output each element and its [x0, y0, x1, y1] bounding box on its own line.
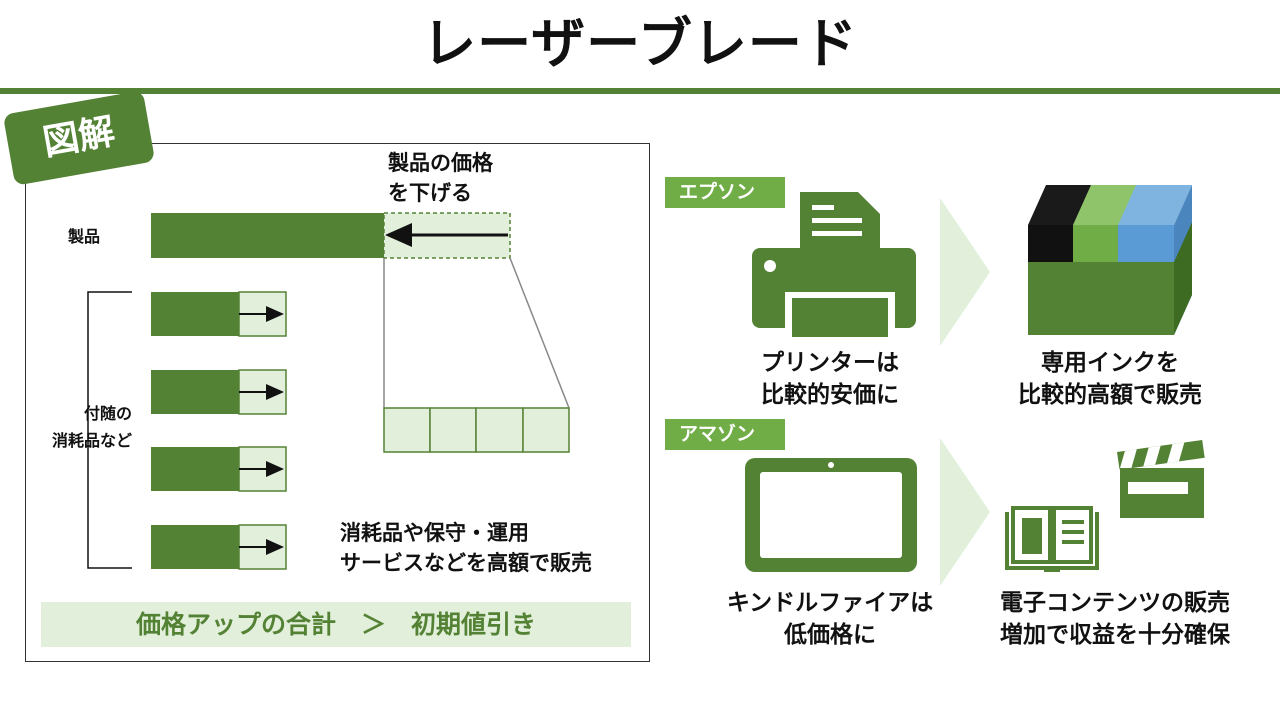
- accessory-bracket: [87, 291, 132, 569]
- caption-line: 電子コンテンツの販売: [1000, 590, 1230, 616]
- tablet-icon: [745, 458, 917, 572]
- caption-line: キンドルファイアは: [726, 590, 934, 616]
- chevron-right-icon: [940, 438, 990, 586]
- accessory-bar: [151, 524, 287, 570]
- page-title: レーザーブレード: [422, 12, 858, 75]
- accessory-label: 付随の 消耗品など: [52, 400, 132, 454]
- printer-caption: プリンターは 比較的安価に: [705, 347, 955, 411]
- high-price-line: 消耗品や保守・運用: [340, 521, 529, 545]
- accessory-label-line: 付随の: [84, 404, 133, 423]
- epson-tag: エプソン: [665, 177, 785, 208]
- product-label: 製品: [68, 227, 101, 246]
- caption-line: 専用インクを: [1041, 350, 1179, 376]
- printer-icon: [752, 192, 916, 337]
- high-price-label: 消耗品や保守・運用 サービスなどを高額で販売: [340, 518, 592, 578]
- content-caption: 電子コンテンツの販売 増加で収益を十分確保: [965, 587, 1265, 651]
- high-price-line: サービスなどを高額で販売: [340, 551, 592, 575]
- accessory-label-line: 消耗品など: [52, 431, 133, 450]
- accessory-bar: [151, 369, 287, 415]
- projection-line-right: [509, 257, 570, 409]
- summary-bar: 価格アップの合計 ＞ 初期値引き: [41, 602, 631, 647]
- price-drop-line: を下げる: [388, 181, 472, 205]
- expanded-box: [383, 407, 431, 453]
- caption-line: 比較的安価に: [761, 382, 899, 408]
- chevron-right-icon: [940, 198, 990, 346]
- expanded-box: [522, 407, 570, 453]
- amazon-tag: アマゾン: [665, 419, 785, 450]
- ink-caption: 専用インクを 比較的高額で販売: [975, 347, 1245, 411]
- product-bar: [151, 213, 384, 258]
- caption-line: プリンターは: [761, 350, 899, 376]
- title-underline: [0, 88, 1280, 94]
- ink-cartridges-icon: [1028, 185, 1192, 335]
- price-drop-line: 製品の価格: [388, 151, 493, 175]
- accessory-bar: [151, 291, 287, 337]
- expanded-box: [475, 407, 524, 453]
- kindle-caption: キンドルファイアは 低価格に: [690, 587, 970, 651]
- clapperboard-icon: [1117, 439, 1205, 518]
- caption-line: 低価格に: [784, 622, 876, 648]
- caption-line: 比較的高額で販売: [1018, 382, 1202, 408]
- price-drop-label: 製品の価格 を下げる: [388, 148, 493, 208]
- ebook-icon: [1005, 506, 1099, 572]
- accessory-bar: [151, 446, 287, 492]
- expanded-box: [429, 407, 477, 453]
- caption-line: 増加で収益を十分確保: [1000, 622, 1230, 648]
